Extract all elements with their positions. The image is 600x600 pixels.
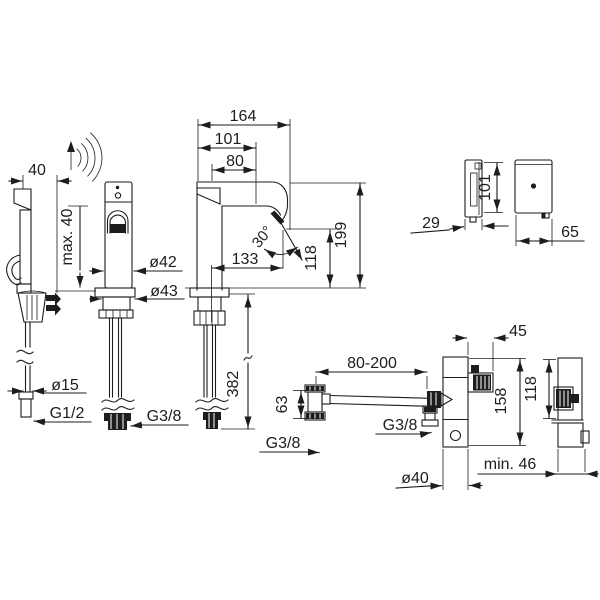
dimension-label: 133 — [232, 251, 259, 268]
dim-valve-width: 45 — [452, 323, 527, 371]
dimension-label: G1/2 — [50, 405, 85, 422]
screw-hole — [449, 429, 462, 442]
dim-holder-depth: 40 — [8, 162, 72, 293]
hand-shower-view: 40 — [6, 132, 103, 426]
right-fitting — [421, 391, 454, 427]
dim-box-width: 65 — [515, 215, 585, 246]
dimension-label: G3/8 — [266, 435, 301, 452]
dim-max-deck: max. 40 — [55, 205, 96, 292]
dim-min-clearance: min. 46 — [477, 449, 599, 478]
dim-reach: 133 — [211, 230, 284, 272]
valve-fitting-side — [553, 386, 579, 411]
dim-base-diameter: ø43 — [89, 283, 185, 303]
dim-body-diameter: ø42 — [89, 254, 183, 275]
dimension-label: max. 40 — [59, 208, 76, 265]
dimension-label: 382 — [225, 371, 242, 398]
supply-pipes — [195, 324, 229, 429]
dim-spout-depth: 101 — [197, 131, 257, 204]
dimension-label: ø15 — [51, 377, 79, 394]
sensor-dot — [115, 185, 120, 190]
dim-thread-left: G3/8 — [259, 435, 320, 456]
dimension-label: 63 — [274, 396, 291, 414]
control-box-side — [464, 159, 483, 223]
dim-body-height: 158 — [469, 358, 526, 446]
dimension-label: 65 — [561, 224, 579, 241]
control-box-views: 29 101 65 — [410, 159, 585, 246]
dimension-label: 29 — [422, 215, 440, 232]
dimension-label: 118 — [303, 245, 320, 271]
sensor-lens — [114, 192, 122, 199]
dim-total-depth: 164 — [197, 108, 291, 230]
mixer-body-rear-view: 45 158 ø40 — [395, 323, 527, 490]
dim-supply-thread: G3/8 — [130, 408, 189, 429]
dim-box-height: 101 — [477, 162, 503, 213]
sensor-window — [106, 210, 129, 234]
dim-total-height: 199 — [290, 182, 366, 288]
dimension-label: 40 — [28, 162, 46, 179]
dimension-label: 80-200 — [347, 355, 397, 372]
base-flange — [189, 287, 230, 298]
dim-hose-diameter: ø15 — [7, 377, 87, 395]
dim-outlet-offset: 80 — [211, 153, 257, 181]
dimension-label: 158 — [493, 388, 510, 415]
dimension-label: 199 — [333, 222, 350, 249]
dimension-label: ø42 — [149, 254, 177, 271]
dim-fitting-height: 63 — [274, 390, 309, 419]
dim-thread-right: G3/8 — [375, 417, 432, 438]
indicator-dot — [530, 183, 537, 189]
aerator — [270, 210, 285, 225]
dimension-label: G3/8 — [383, 417, 418, 434]
supply-pipes — [101, 317, 135, 430]
dimension-label: 101 — [215, 131, 242, 148]
sensor-faucet-front-view: ø42 ø43 G3/8 — [89, 181, 189, 430]
dimension-label: 118 — [523, 376, 540, 402]
dim-body-side-height: 118 — [523, 359, 556, 419]
shower-bracket — [17, 290, 61, 323]
dim-supply-length: 382 — [221, 293, 255, 430]
dimension-label: 80 — [226, 153, 244, 170]
shower-hose — [16, 321, 34, 418]
dim-box-depth: 29 — [410, 215, 509, 234]
dim-body-diameter: ø40 — [395, 449, 483, 490]
control-box-front — [514, 159, 553, 219]
shower-holder — [6, 188, 32, 294]
dimension-label: G3/8 — [147, 408, 182, 425]
dimension-label: 45 — [509, 323, 527, 340]
dim-hose-thread: G1/2 — [33, 405, 92, 426]
wireless-signal-icon — [67, 132, 103, 182]
dimension-label: ø40 — [401, 470, 429, 487]
dim-pipe-length: 80-200 — [315, 355, 428, 389]
sensor-faucet-side-view: 164 101 80 133 — [185, 108, 366, 430]
dimension-label: 164 — [230, 108, 257, 125]
dimension-label: ø43 — [150, 283, 178, 300]
valve-fitting — [467, 365, 494, 393]
left-fitting — [304, 384, 331, 421]
dimension-label: min. 46 — [484, 456, 537, 473]
dimension-label: 30° — [249, 223, 277, 251]
mixer-body-side-view: 118 min. 46 — [477, 357, 599, 478]
inlet-pipe-view: 80-200 63 G3/8 G3/8 — [259, 355, 454, 456]
base-flange — [94, 287, 136, 298]
flexible-pipe — [329, 394, 440, 400]
dim-outlet-height: 118 — [286, 228, 336, 288]
dimension-label: 101 — [477, 174, 494, 201]
